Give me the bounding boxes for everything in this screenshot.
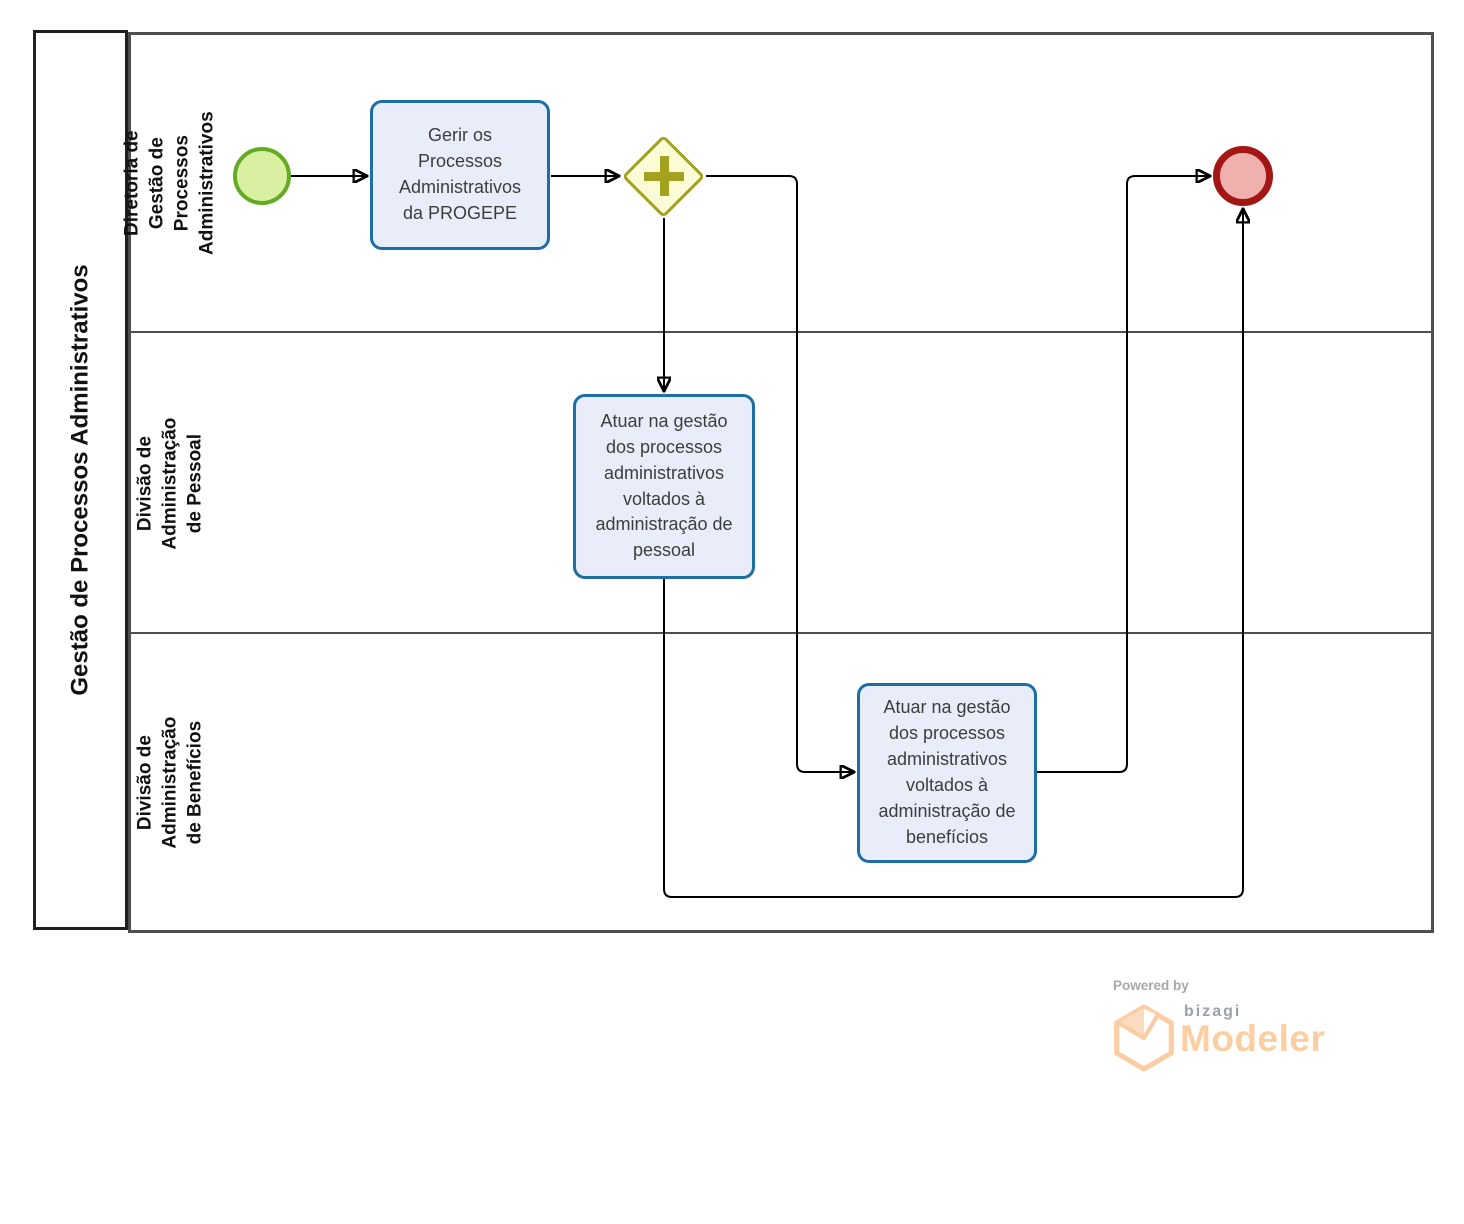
powered-by-text: Powered by bbox=[1113, 978, 1189, 993]
modeler-wordmark: Modeler bbox=[1180, 1018, 1326, 1059]
lane-label-wrap: Divisão de Administração de Pessoal bbox=[133, 333, 207, 634]
bizagi-modeler-logo[interactable]: bizagi Modeler bbox=[1110, 1002, 1370, 1082]
task-gestao-beneficios[interactable]: Atuar na gestão dos processos administra… bbox=[857, 683, 1037, 863]
lane-1-label: Diretoria de Gestão de Processos Adminis… bbox=[121, 111, 219, 255]
task-gerir-processos[interactable]: Gerir os Processos Administrativos da PR… bbox=[370, 100, 550, 250]
end-event[interactable] bbox=[1213, 146, 1273, 206]
lane-label-wrap: Diretoria de Gestão de Processos Adminis… bbox=[122, 35, 218, 331]
task-label: Atuar na gestão dos processos administra… bbox=[595, 410, 733, 561]
lane-label-wrap: Divisão de Administração de Benefícios bbox=[133, 634, 207, 932]
lane-2-label: Divisão de Administração de Pessoal bbox=[134, 417, 206, 550]
task-gestao-pessoal[interactable]: Atuar na gestão dos processos administra… bbox=[573, 394, 755, 579]
start-event[interactable] bbox=[233, 147, 291, 205]
lane-administracao-beneficios: Divisão de Administração de Benefícios bbox=[131, 632, 1431, 932]
bizagi-hexagon-icon bbox=[1114, 1004, 1174, 1072]
task-label: Atuar na gestão dos processos administra… bbox=[878, 697, 1016, 847]
pool-title: Gestão de Processos Administrativos bbox=[66, 264, 94, 696]
lane-3-label: Divisão de Administração de Benefícios bbox=[134, 716, 206, 849]
lane-administracao-pessoal: Divisão de Administração de Pessoal bbox=[131, 331, 1431, 634]
pool-header: Gestão de Processos Administrativos bbox=[33, 30, 128, 930]
bizagi-wordmark: bizagi bbox=[1184, 1003, 1242, 1020]
task-label: Gerir os Processos Administrativos da PR… bbox=[398, 125, 522, 223]
